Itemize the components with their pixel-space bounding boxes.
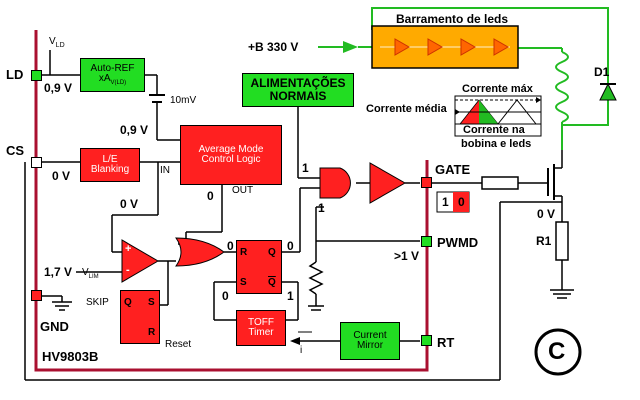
skip-ff-s: S (148, 297, 155, 308)
gate-high-value: 1 (442, 195, 449, 209)
led-icon (460, 38, 477, 56)
reset-label: Reset (165, 339, 192, 350)
cs-voltage: 0 V (52, 169, 71, 183)
coil-symbol (555, 51, 569, 123)
pwmd-voltage: >1 V (394, 249, 420, 263)
ff-r-label: R (240, 247, 248, 258)
mv-label: 10mV (170, 95, 197, 106)
chip-name: HV9803B (42, 349, 99, 364)
ff-s-label: S (240, 277, 247, 288)
skip-flipflop (120, 290, 160, 344)
pin-rt-label: RT (437, 335, 455, 350)
skip-ff-r: R (148, 327, 156, 338)
comparator-symbol (121, 239, 159, 283)
current-i-label: i (300, 345, 303, 356)
led-icon (394, 38, 411, 56)
vlim-label: VLIM (82, 267, 99, 281)
pin-cs-label: CS (6, 143, 25, 158)
pin-ld-label: LD (6, 67, 24, 82)
supply-line2: NORMAIS (269, 89, 327, 103)
toff-timer-block: TOFF Timer (236, 310, 286, 346)
out-label: OUT (232, 185, 254, 196)
gate-driver-symbol (369, 162, 407, 204)
toff-line1: TOFF (248, 316, 274, 328)
or-gate-symbol (175, 237, 225, 267)
avg-control-block: Average Mode Control Logic (180, 125, 282, 185)
mirror-line1: Current (353, 329, 387, 341)
le-line1: L/E (102, 153, 118, 165)
r1-resistor (555, 221, 569, 261)
avg-line1: Average Mode (198, 143, 264, 155)
le-blanking-block: L/E Blanking (80, 148, 140, 182)
ff-qbar-value: 1 (287, 289, 294, 303)
skip-ff-q: Q (124, 297, 132, 308)
pin-gate-label: GATE (435, 162, 471, 177)
supply-block: ALIMENTAÇÕES NORMAIS (242, 73, 354, 107)
led-icon (427, 38, 444, 56)
vld-label: VLD (49, 36, 65, 50)
comp-in-voltage: 0 V (120, 197, 139, 211)
mirror-line2: Mirror (356, 340, 384, 351)
ff-s-value: 0 (222, 289, 229, 303)
and-in-bot: 1 (318, 201, 325, 215)
corrente-bobina-2: bobina e leds (461, 138, 532, 150)
and-gate-symbol (319, 167, 351, 199)
pin-rt[interactable] (421, 335, 432, 346)
auto-ref-block: Auto-REF xAV(LD) (80, 58, 145, 92)
pin-cs[interactable] (31, 157, 42, 168)
c-circle (534, 328, 582, 376)
c-label: C (548, 338, 566, 365)
gate-resistor (481, 176, 519, 190)
and-in-top: 1 (302, 161, 309, 175)
auto-ref-line2: xAV(LD) (98, 73, 127, 87)
led-icon (493, 38, 510, 56)
r1-voltage: 0 V (537, 207, 556, 221)
ref-voltage: 0,9 V (120, 123, 149, 137)
ld-voltage: 0,9 V (44, 81, 73, 95)
comp-minus: - (126, 264, 130, 276)
le-line2: Blanking (90, 164, 130, 175)
vlim-voltage: 1,7 V (44, 265, 73, 279)
toff-line2: Timer (248, 327, 274, 338)
skip-label: SKIP (86, 297, 109, 308)
led-bar-label: Barramento de leds (396, 12, 509, 26)
avg-line2: Control Logic (201, 154, 261, 165)
rs-flipflop (236, 240, 282, 294)
in-label: IN (160, 165, 170, 176)
pin-gnd-label: GND (40, 319, 69, 334)
comp-plus: + (125, 243, 132, 255)
supply-voltage: +B 330 V (248, 40, 299, 54)
pin-pwmd[interactable] (421, 236, 432, 247)
d1-label: D1 (594, 65, 610, 79)
corrente-bobina-1: Corrente na (463, 124, 525, 136)
or-out-value: 0 (227, 239, 234, 253)
ff-q-label: Q (268, 247, 276, 258)
pin-gate[interactable] (421, 177, 432, 188)
gate-low-value: 0 (458, 195, 465, 209)
corrente-max-label: Corrente máx (462, 83, 533, 95)
pin-gnd[interactable] (31, 290, 42, 301)
corrente-media-label: Corrente média (366, 103, 447, 115)
r1-label: R1 (536, 234, 552, 248)
auto-ref-line1: Auto-REF (90, 62, 135, 74)
ff-q-value: 0 (287, 239, 294, 253)
current-mirror-block: Current Mirror (340, 322, 400, 360)
avg-out-value: 0 (207, 189, 214, 203)
chip-outline (34, 30, 429, 372)
pin-pwmd-label: PWMD (437, 235, 479, 250)
supply-line1: ALIMENTAÇÕES (250, 76, 346, 91)
d1-diode-symbol (599, 82, 617, 101)
pulldown-resistor (308, 261, 324, 295)
ff-qbar-label: Q (268, 277, 276, 288)
pin-ld[interactable] (31, 70, 42, 81)
